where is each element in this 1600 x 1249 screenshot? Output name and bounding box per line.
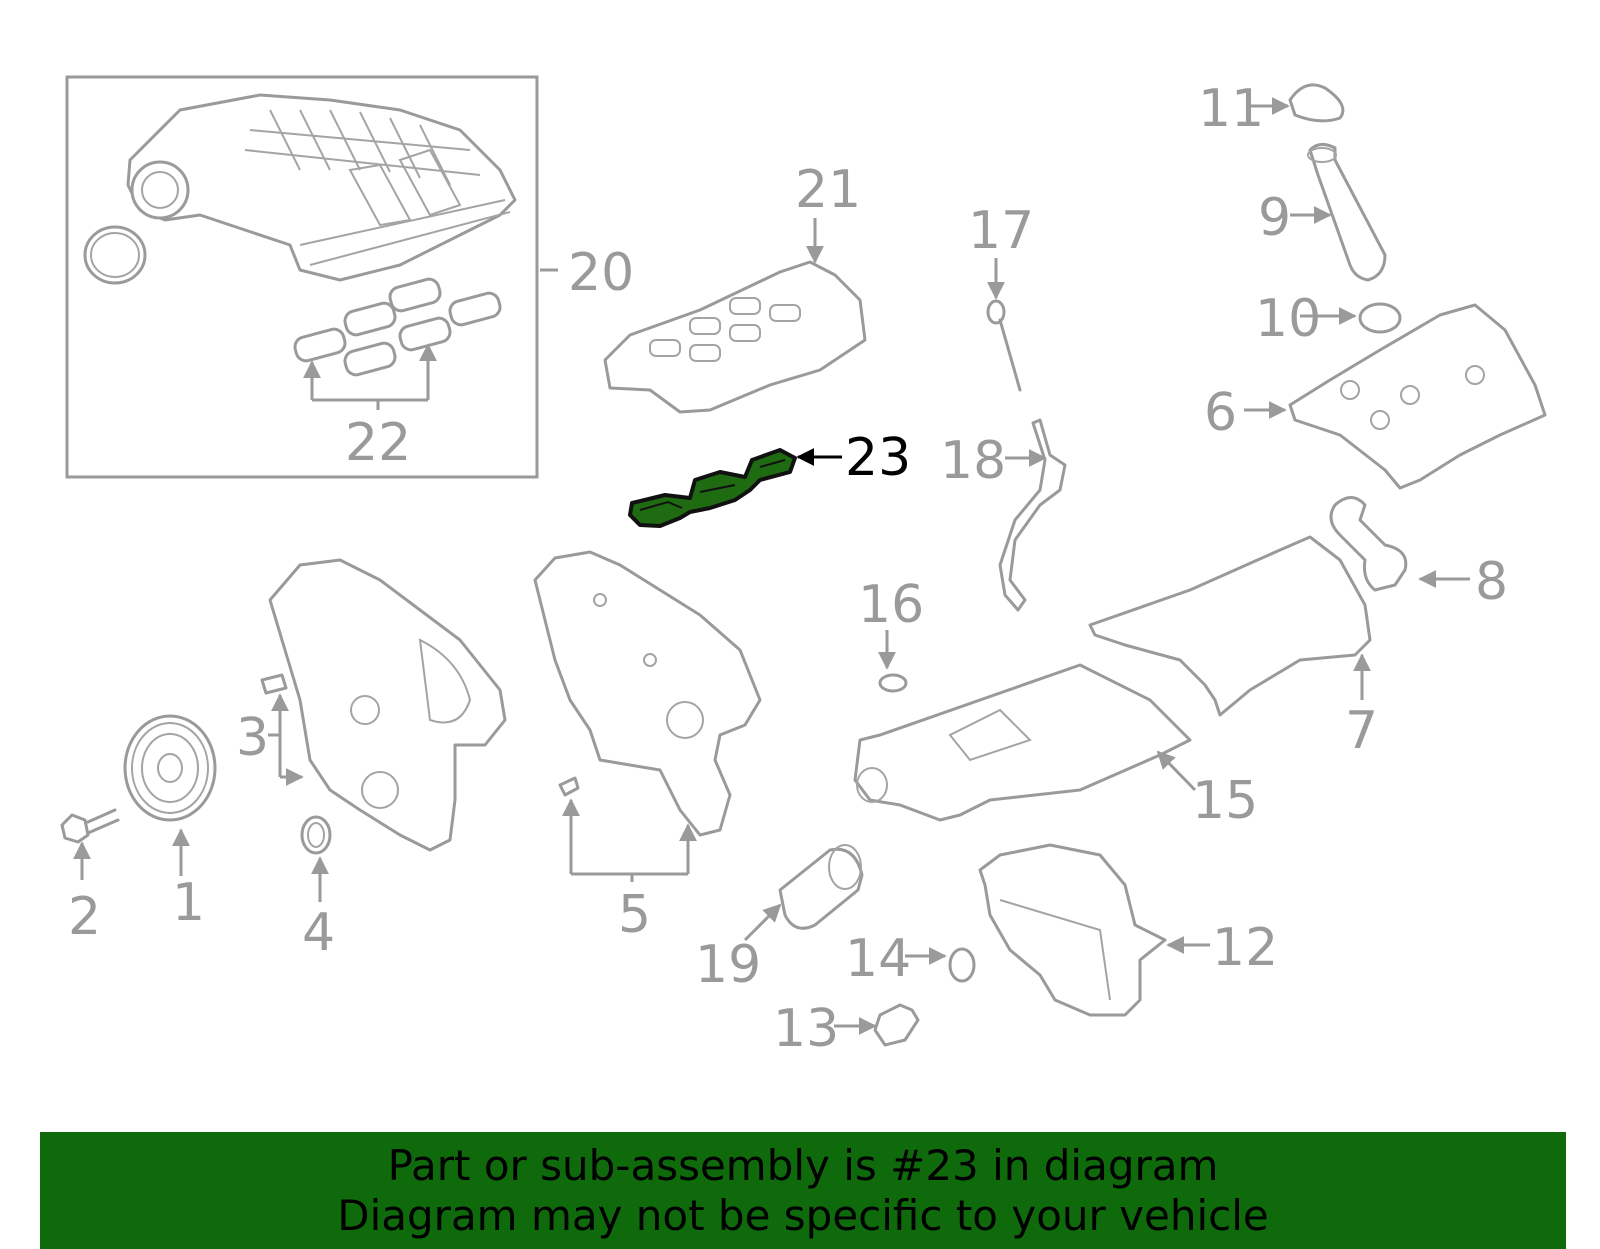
- oil-pan-gasket-part: [1088, 535, 1372, 717]
- callout-7: 7: [1345, 701, 1378, 761]
- callout-4: 4: [302, 903, 335, 963]
- callout-2: 2: [68, 887, 101, 947]
- callout-17: 17: [968, 201, 1034, 261]
- callout-18: 18: [940, 431, 1006, 491]
- callout-20: 20: [568, 243, 634, 303]
- intake-manifold-inset: [65, 75, 539, 479]
- callout-10: 10: [1255, 289, 1321, 349]
- upper-oil-pan-part: [853, 663, 1192, 822]
- callout-13: 13: [773, 999, 839, 1059]
- upper-intake-manifold-part: [126, 93, 517, 282]
- drain-plug-part: [873, 1003, 920, 1047]
- callout-23-highlighted: 23: [845, 428, 911, 488]
- callout-11: 11: [1198, 79, 1264, 139]
- callout-21: 21: [795, 160, 861, 220]
- callout-14: 14: [845, 929, 911, 989]
- oil-cap-part: [1288, 83, 1345, 123]
- lower-intake-manifold-part: [603, 260, 867, 414]
- lower-oil-pan-part: [978, 843, 1167, 1017]
- drain-washer-part: [878, 673, 908, 693]
- crankshaft-pulley-part: [123, 714, 217, 822]
- dipstick-part: [986, 299, 1022, 392]
- dipstick-tube-part: [998, 418, 1067, 612]
- callout-9: 9: [1258, 188, 1291, 248]
- callout-1: 1: [172, 873, 205, 933]
- intake-gaskets-part: [293, 277, 502, 377]
- intake-manifold-gasket-highlighted: [628, 448, 797, 528]
- callout-22: 22: [345, 413, 411, 473]
- callout-16: 16: [858, 575, 924, 635]
- callout-6: 6: [1204, 383, 1237, 443]
- callout-5: 5: [618, 885, 651, 945]
- valve-cover-part: [1288, 303, 1547, 490]
- callout-8: 8: [1475, 552, 1508, 612]
- seal-gasket-part: [1329, 496, 1408, 592]
- timing-dowel-part: [260, 673, 288, 695]
- dowel-pin-part: [558, 776, 580, 797]
- drain-plug-washer-part: [948, 947, 976, 983]
- footer-part-notice: Part or sub-assembly is #23 in diagram: [387, 1141, 1219, 1190]
- oil-filter-part: [778, 844, 864, 930]
- front-timing-cover-part: [533, 550, 762, 837]
- filler-seal-part: [1358, 302, 1402, 334]
- callout-19: 19: [695, 935, 761, 995]
- rear-timing-cover-part: [268, 558, 507, 852]
- front-crank-seal-part: [300, 815, 332, 855]
- callout-12: 12: [1212, 918, 1278, 978]
- throttle-gasket-part: [83, 225, 147, 285]
- oil-filler-tube-part: [1308, 143, 1387, 282]
- callout-3: 3: [236, 708, 269, 768]
- pulley-bolt-part: [60, 808, 120, 844]
- footer-banner: Part or sub-assembly is #23 in diagram D…: [40, 1132, 1566, 1249]
- callout-15: 15: [1192, 771, 1258, 831]
- footer-disclaimer: Diagram may not be specific to your vehi…: [337, 1191, 1269, 1240]
